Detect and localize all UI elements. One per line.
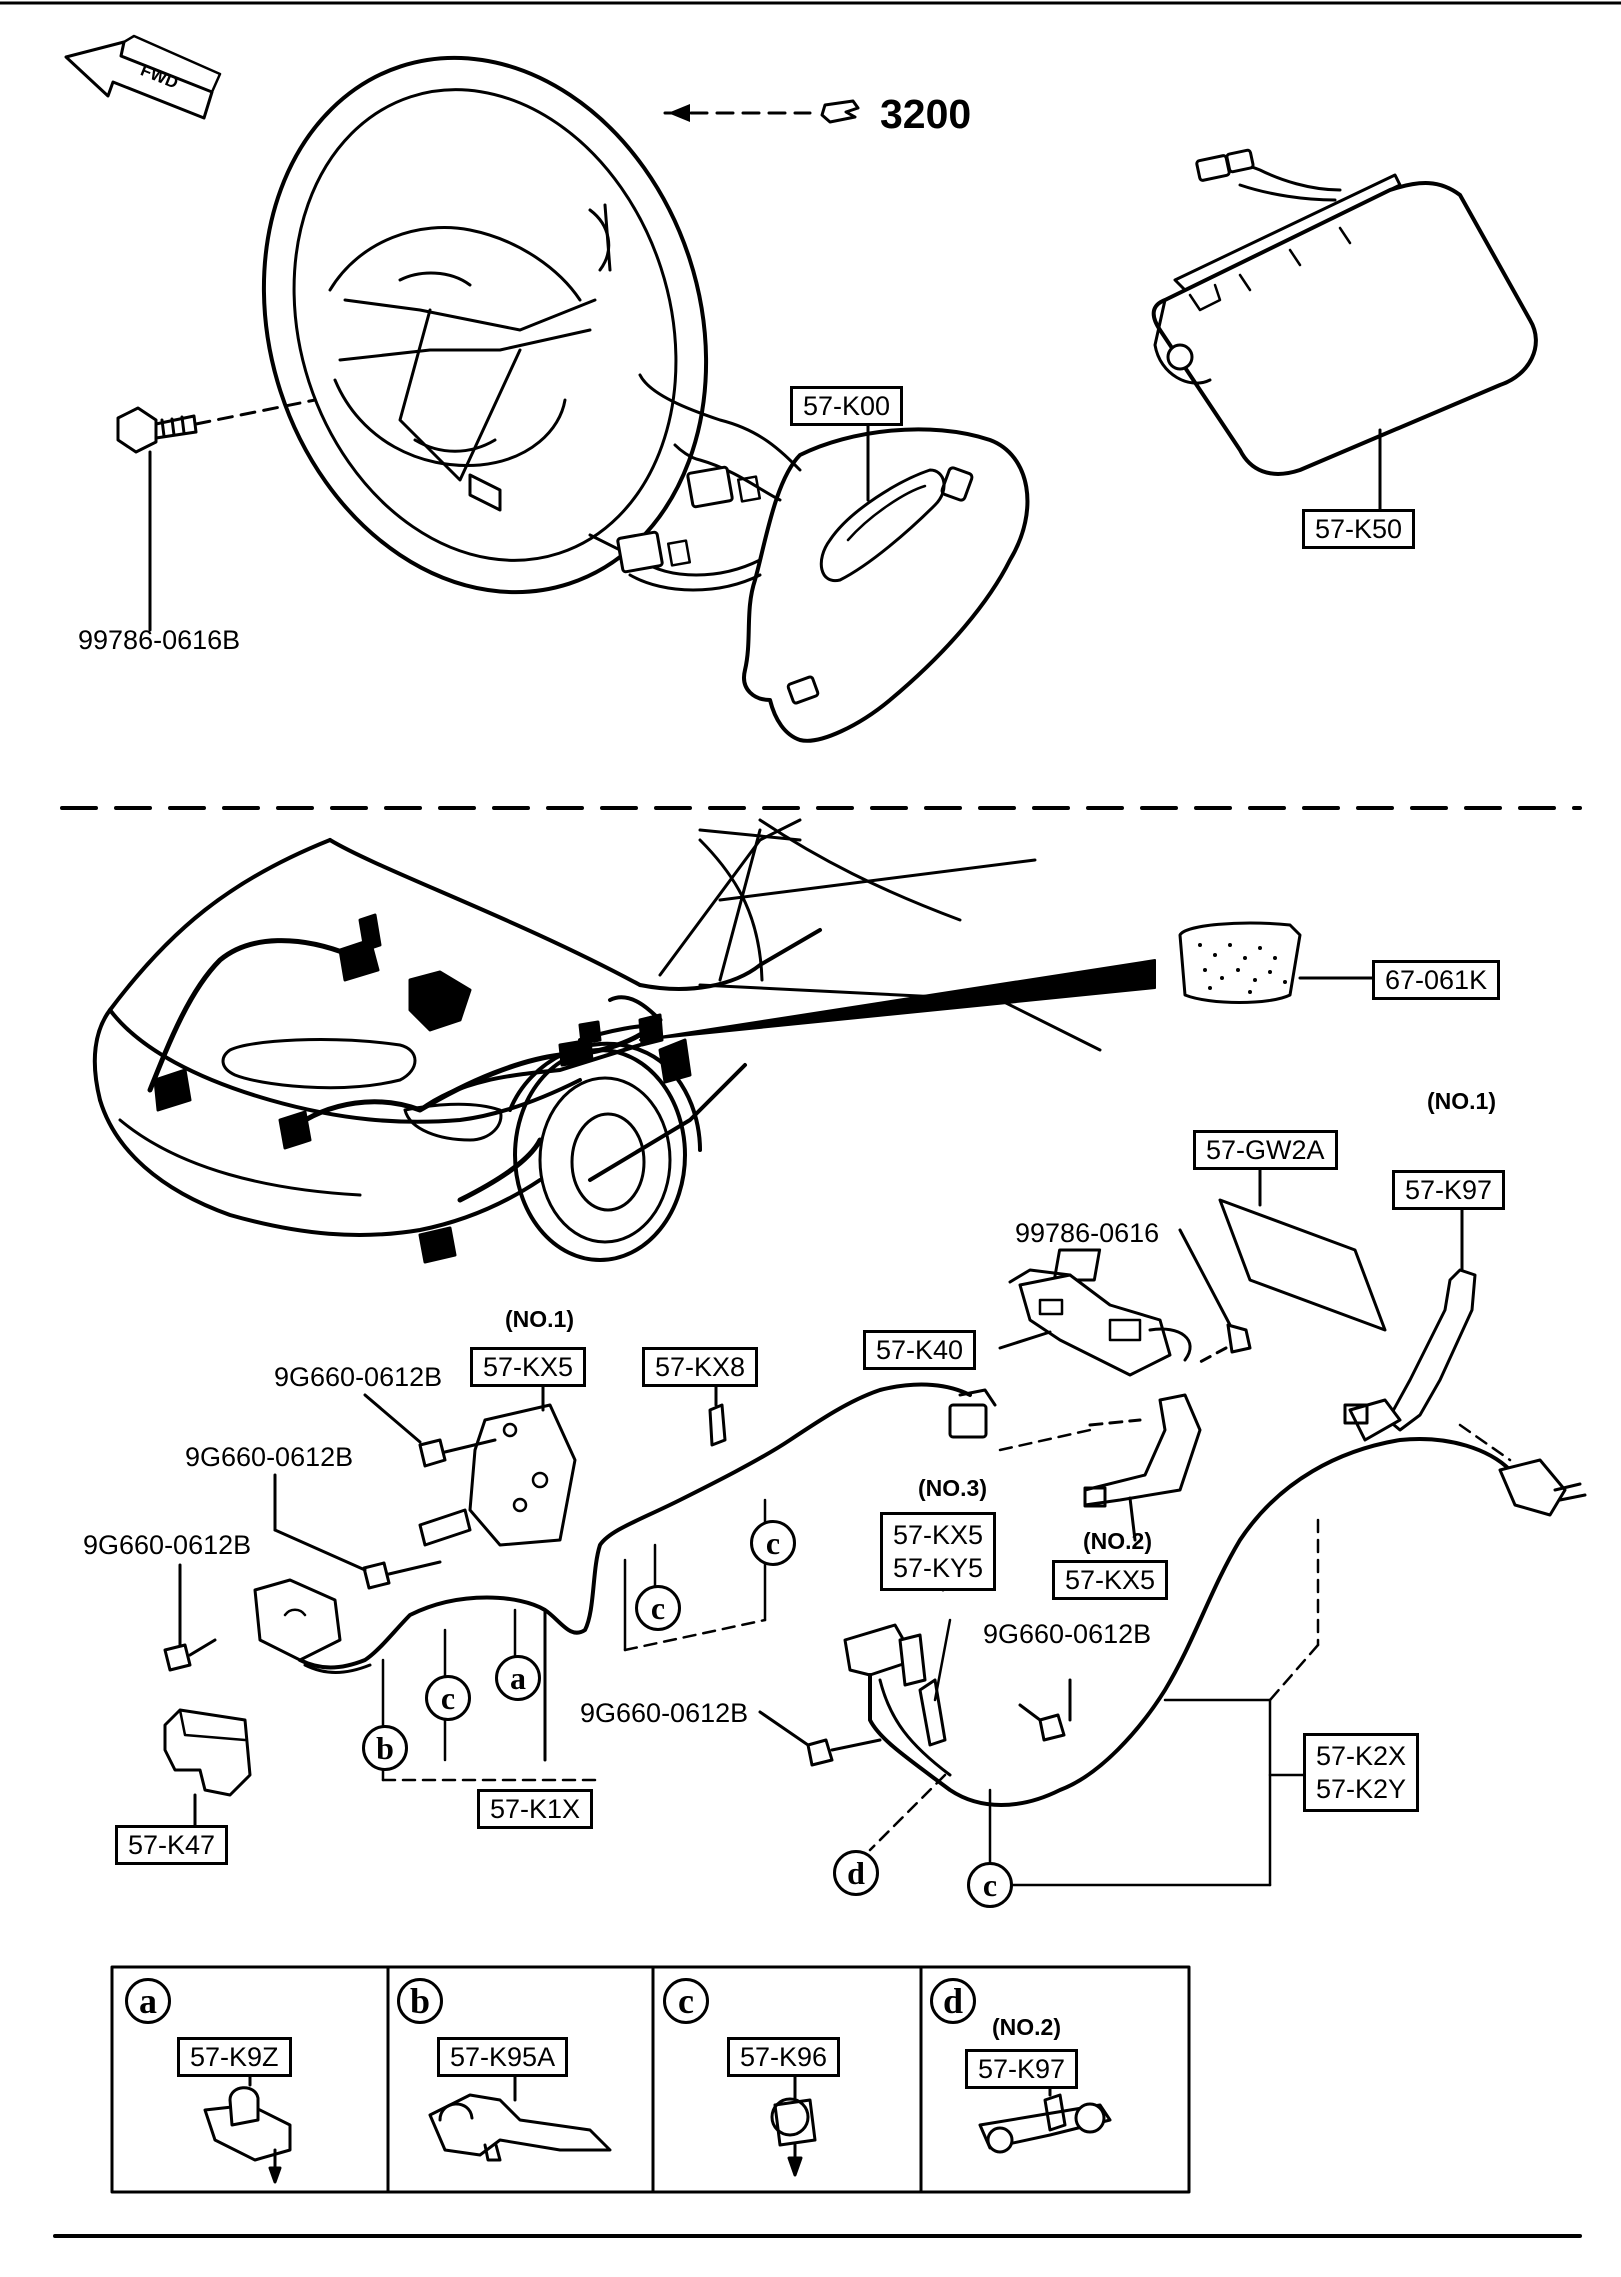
part-9g660-0612b-d: 9G660-0612B [983, 1619, 1152, 1649]
part-57-kx5-no2[interactable]: 57-KX5 [1052, 1560, 1169, 1600]
callout-c-3: c [425, 1675, 471, 1721]
steering-wheel-drawing [261, 55, 709, 595]
clip-kx8-drawing [708, 1378, 727, 1447]
part-99786-0616b: 99786-0616B [78, 625, 241, 655]
callout-a-1: a [495, 1655, 541, 1701]
ref-group-3200[interactable]: 3200 [880, 91, 972, 137]
sensor-kx5-no2-drawing [1083, 1393, 1202, 1542]
cover-k47-drawing [163, 1708, 252, 1827]
detail-boxes-frame [110, 1965, 1191, 2194]
label-67-061k-drawing [1178, 921, 1377, 1004]
part-57-k2x-k2y[interactable]: 57-K2X 57-K2Y [1303, 1733, 1420, 1812]
part-57-kx5-ky5-no3[interactable]: 57-KX5 57-KY5 [880, 1512, 997, 1591]
car-front-drawing [92, 818, 1156, 1264]
detail-part-57-k97-no2[interactable]: 57-K97 [965, 2049, 1079, 2089]
sensor-k40-drawing [998, 1268, 1192, 1377]
callout-c-2: c [635, 1585, 681, 1631]
bracket-k97-drawing [1343, 1203, 1477, 1442]
part-57-kx5-no1[interactable]: 57-KX5 [470, 1347, 587, 1387]
part-57-kx5-no3: 57-KX5 [893, 1520, 984, 1550]
callout-d-1: d [833, 1850, 879, 1896]
passenger-airbag-drawing [1151, 148, 1538, 530]
note-no1-k97: (NO.1) [1427, 1088, 1496, 1114]
part-57-k2y: 57-K2Y [1316, 1773, 1407, 1804]
note-no2: (NO.2) [1083, 1528, 1152, 1554]
part-9g660-0612b-c: 9G660-0612B [83, 1530, 252, 1560]
callout-c-1: c [750, 1520, 796, 1566]
part-9g660-0612b-b: 9G660-0612B [185, 1442, 354, 1472]
clip-k9z-drawing [203, 2070, 292, 2184]
callout-b-1: b [362, 1725, 408, 1771]
detail-letter-a: a [125, 1978, 171, 2024]
detail-part-57-k9z[interactable]: 57-K9Z [177, 2037, 292, 2077]
part-57-k2x: 57-K2X [1316, 1741, 1407, 1771]
harness-k2x-drawing [758, 1423, 1587, 1887]
pointing-hand-icon [820, 99, 860, 124]
part-9g660-0612b-e: 9G660-0612B [580, 1698, 749, 1728]
part-57-k50[interactable]: 57-K50 [1302, 509, 1416, 549]
part-57-ky5-no3: 57-KY5 [893, 1552, 984, 1583]
part-57-k1x[interactable]: 57-K1X [477, 1789, 594, 1829]
leader-3200-arrow [668, 104, 690, 122]
part-57-gw2a[interactable]: 57-GW2A [1193, 1130, 1338, 1170]
detail-part-57-k96[interactable]: 57-K96 [727, 2037, 841, 2077]
detail-letter-b: b [397, 1978, 443, 2024]
detail-part-57-k95a[interactable]: 57-K95A [437, 2037, 569, 2077]
driver-airbag-drawing [588, 373, 1030, 743]
fwd-arrow-icon [64, 34, 222, 120]
part-57-k47[interactable]: 57-K47 [115, 1825, 229, 1865]
sensor-kx5-no1-drawing [418, 1378, 577, 1547]
detail-note-no2: (NO.2) [992, 2014, 1061, 2040]
part-57-kx8[interactable]: 57-KX8 [642, 1347, 759, 1387]
part-99786-0616: 99786-0616 [1015, 1218, 1160, 1248]
bolt-99786-0616-drawing [1178, 1228, 1252, 1364]
detail-letter-d: d [930, 1978, 976, 2024]
gasket-drawing [1052, 1168, 1387, 1332]
harness-k1x-drawing [253, 1382, 997, 1782]
clip-k95a-drawing [428, 2070, 612, 2162]
part-9g660-0612b-a: 9G660-0612B [274, 1362, 443, 1392]
part-57-k97-no1[interactable]: 57-K97 [1392, 1170, 1506, 1210]
clip-k96-drawing [770, 2070, 817, 2177]
steering-bolt-drawing [116, 398, 317, 632]
callout-c-4: c [967, 1862, 1013, 1908]
bolt-9g660-drawing [163, 1393, 497, 1672]
note-no1-kx5: (NO.1) [505, 1306, 574, 1332]
part-67-061k[interactable]: 67-061K [1372, 960, 1501, 1000]
part-57-k40[interactable]: 57-K40 [863, 1330, 977, 1370]
detail-letter-c: c [663, 1978, 709, 2024]
note-no3: (NO.3) [918, 1475, 987, 1501]
part-57-k00[interactable]: 57-K00 [790, 386, 904, 426]
